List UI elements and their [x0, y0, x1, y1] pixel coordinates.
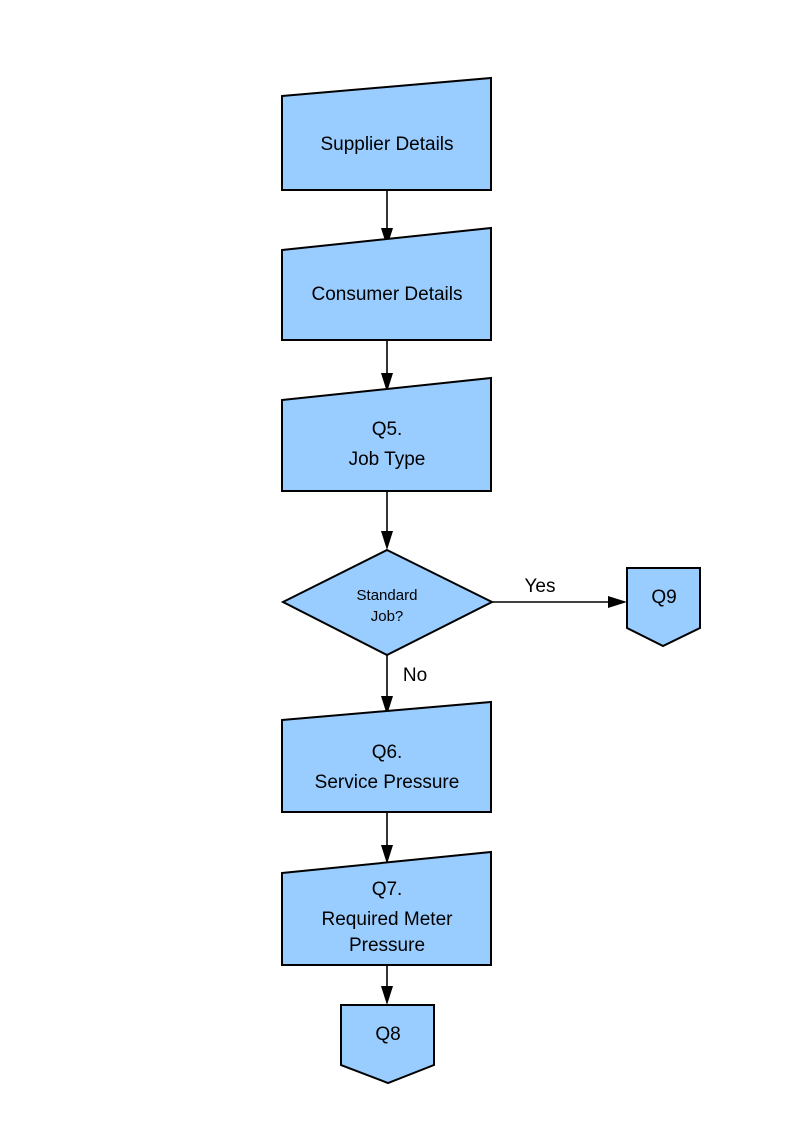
q9-shape	[626, 567, 701, 648]
standard-job-decision-label-line2: Job?	[371, 608, 404, 625]
connector-supplier-to-consumer	[381, 190, 393, 247]
connector-decision-to-q6	[381, 655, 393, 715]
q6-service-pressure-label-line2: Service Pressure	[315, 772, 460, 793]
node-q5-job-type[interactable]: Q5. Job Type	[281, 376, 492, 492]
connector-consumer-to-q5	[381, 340, 393, 392]
supplier-details-label: Supplier Details	[320, 134, 453, 155]
node-consumer-details[interactable]: Consumer Details	[281, 226, 492, 341]
q7-required-meter-pressure-shape	[281, 850, 492, 966]
q8-shape	[340, 1004, 435, 1085]
node-standard-job-decision[interactable]: Standard Job?	[280, 548, 495, 657]
node-q7-required-meter-pressure[interactable]: Q7. Required Meter Pressure	[281, 850, 492, 966]
connector-q6-to-q7	[381, 812, 393, 864]
q7-required-meter-pressure-label-line2: Required Meter	[322, 909, 454, 930]
q6-service-pressure-shape	[281, 700, 492, 813]
q5-job-type-label-line1: Q5.	[372, 419, 403, 440]
q7-required-meter-pressure-label-line3: Pressure	[349, 935, 425, 956]
q6-service-pressure-label-line1: Q6.	[372, 742, 403, 763]
supplier-details-shape	[281, 76, 492, 191]
q5-job-type-label-line2: Job Type	[349, 449, 426, 470]
node-supplier-details[interactable]: Supplier Details	[281, 76, 492, 191]
node-q8[interactable]: Q8	[340, 1004, 435, 1085]
connector-decision-to-q9	[492, 596, 627, 608]
standard-job-decision-shape	[280, 548, 495, 657]
node-q9[interactable]: Q9	[626, 567, 701, 648]
edge-label-no: No	[403, 665, 427, 686]
consumer-details-shape	[281, 226, 492, 341]
edge-label-yes: Yes	[525, 576, 556, 597]
q9-label: Q9	[651, 587, 676, 608]
connector-q5-to-decision	[381, 491, 393, 550]
q5-job-type-shape	[281, 376, 492, 492]
standard-job-decision-label-line1: Standard	[357, 587, 418, 604]
q7-required-meter-pressure-label-line1: Q7.	[372, 879, 403, 900]
node-q6-service-pressure[interactable]: Q6. Service Pressure	[281, 700, 492, 813]
connector-q7-to-q8	[381, 965, 393, 1005]
q8-label: Q8	[375, 1024, 400, 1045]
consumer-details-label: Consumer Details	[312, 284, 463, 305]
